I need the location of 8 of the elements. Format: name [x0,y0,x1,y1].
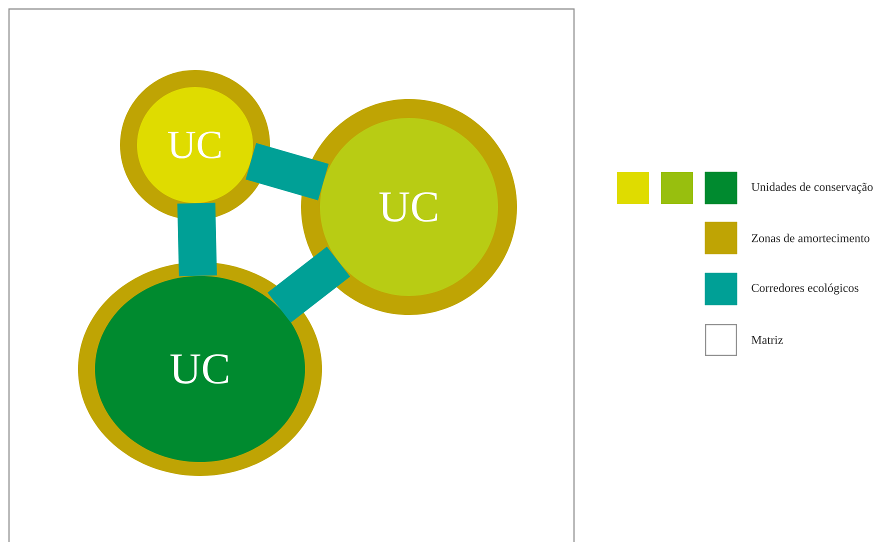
ecological-corridor [268,246,350,323]
conservation-unit: UC [137,87,253,203]
conservation-unit: UC [95,276,305,462]
legend-label: Unidades de conservação [751,182,873,194]
legend-label: Matriz [752,336,783,344]
conservation-unit: UC [320,118,498,296]
legend-label: Corredores ecológicos [752,284,858,294]
legend-label: Zonas de amortecimento [752,234,870,242]
